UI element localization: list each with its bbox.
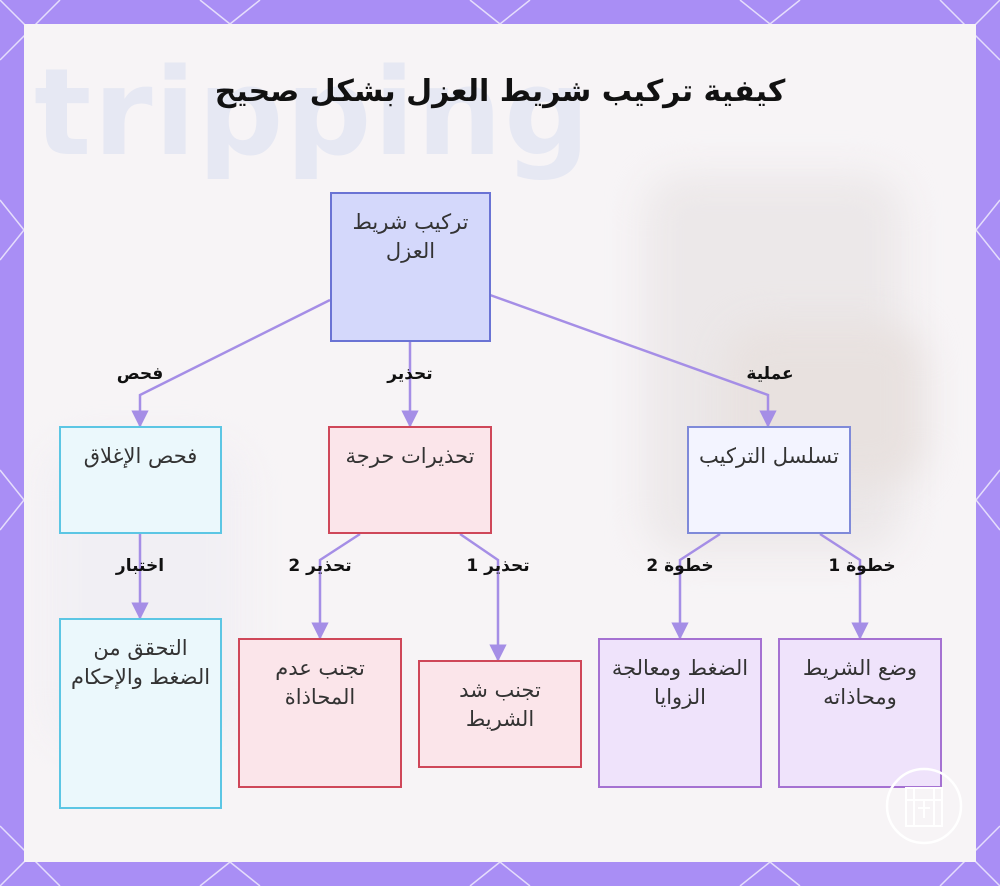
edge-warnings-misalign — [311, 532, 361, 640]
edge-label-step-2: خطوة 2 — [646, 556, 714, 576]
node-avoid-stretch: تجنب شد الشريط — [418, 660, 582, 768]
node-label: تجنب عدم المحاذاة — [275, 656, 365, 709]
edge-label-warning: تحذير — [387, 364, 433, 384]
node-label: تركيب شريط العزل — [352, 210, 469, 263]
node-label: التحقق من الضغط والإحكام — [70, 636, 211, 689]
node-verify: التحقق من الضغط والإحكام — [59, 618, 222, 809]
node-root: تركيب شريط العزل — [330, 192, 491, 342]
edge-root-inspect — [131, 298, 331, 428]
edge-label-warning-1: تحذير 1 — [466, 556, 530, 576]
edge-root-sequence — [489, 293, 777, 428]
edge-sequence-place — [819, 532, 869, 640]
node-press-corners: الضغط ومعالجة الزوايا — [598, 638, 762, 788]
node-place-align: وضع الشريط ومحاذاته — [778, 638, 942, 788]
node-label: تحذيرات حرجة — [345, 444, 475, 468]
node-inspect: فحص الإغلاق — [59, 426, 222, 534]
edge-label-process: عملية — [746, 364, 794, 384]
diagram-title: كيفية تركيب شريط العزل بشكل صحيح — [214, 74, 786, 109]
edge-warnings-stretch — [459, 532, 507, 662]
node-label: فحص الإغلاق — [83, 444, 198, 468]
node-avoid-misalign: تجنب عدم المحاذاة — [238, 638, 402, 788]
edge-label-inspection: فحص — [116, 364, 164, 384]
node-warnings: تحذيرات حرجة — [328, 426, 492, 534]
node-label: تسلسل التركيب — [699, 444, 839, 468]
node-label: الضغط ومعالجة الزوايا — [611, 656, 749, 709]
logo-icon — [885, 767, 963, 845]
node-sequence: تسلسل التركيب — [687, 426, 851, 534]
edge-label-step-1: خطوة 1 — [828, 556, 896, 576]
edge-label-warning-2: تحذير 2 — [288, 556, 352, 576]
node-label: وضع الشريط ومحاذاته — [802, 656, 918, 709]
edge-label-test: اختبار — [115, 556, 165, 576]
background-text: tripping — [34, 44, 592, 183]
node-label: تجنب شد الشريط — [459, 678, 541, 731]
edge-sequence-press — [671, 532, 721, 640]
